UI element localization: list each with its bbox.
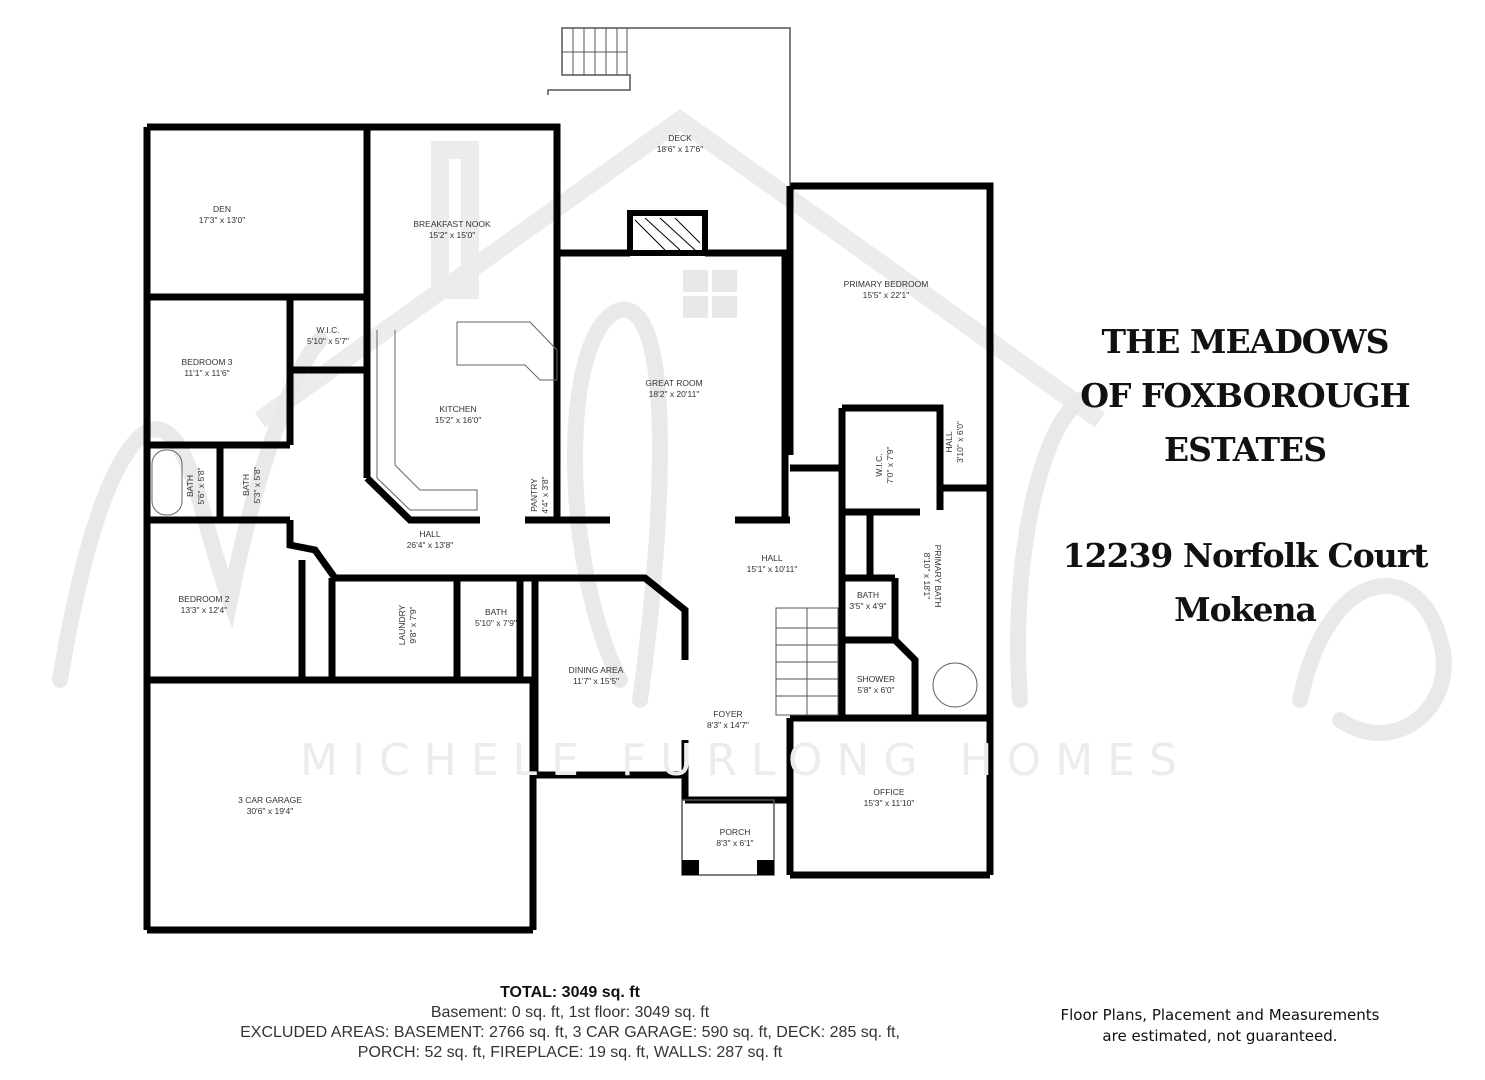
floor-breakdown: Basement: 0 sq. ft, 1st floor: 3049 sq. … [430,1004,710,1021]
community-line-3: ESTATES [1163,430,1327,469]
watermark-caps-text: MICHELE FURLONG HOMES [300,735,1191,786]
porch-post-right [757,860,774,875]
house-icon [254,108,1106,428]
room-wic-1: W.I.C.5'10" x 5'7" [307,325,349,346]
community-line-1: THE MEADOWS [1101,322,1390,361]
community-line-2: OF FOXBOROUGH [1080,376,1410,415]
kitchen-island [376,321,558,511]
area-summary: TOTAL: 3049 sq. ft Basement: 0 sq. ft, 1… [200,983,940,1063]
listing-title: THE MEADOWS OF FOXBOROUGH ESTATES 12239 … [1060,315,1430,637]
walls [143,123,994,934]
porch-outline [681,799,775,876]
address-street: 12239 Norfolk Court [1062,536,1429,575]
disclaimer-line-2: are estimated, not guaranteed. [1102,1027,1338,1045]
excluded-areas-2: PORCH: 52 sq. ft, FIREPLACE: 19 sq. ft, … [357,1044,783,1061]
watermark-window-icon [683,270,737,318]
script-watermark [52,301,1452,741]
address-city: Mokena [1174,590,1317,629]
interior-stairs-icon [775,607,839,716]
deck-stairs-icon [561,27,628,76]
room-wic-2: W.I.C.7'0" x 7'9" [874,446,895,484]
total-area: TOTAL: 3049 sq. ft [500,984,640,1001]
tub-icon [151,449,978,708]
porch-post-left [682,860,699,875]
disclaimer-line-1: Floor Plans, Placement and Measurements [1060,1006,1380,1024]
disclaimer: Floor Plans, Placement and Measurements … [1020,1005,1420,1047]
fireplace-icon [634,217,701,251]
excluded-areas-1: EXCLUDED AREAS: BASEMENT: 2766 sq. ft, 3… [240,1024,900,1041]
